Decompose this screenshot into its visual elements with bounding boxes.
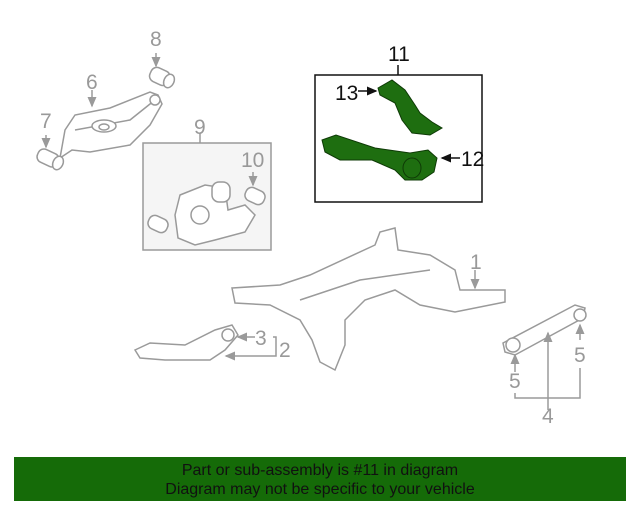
trailing-arm-box-11	[314, 65, 483, 203]
bushing-7-icon	[36, 135, 65, 171]
callout-5-right[interactable]: 5	[574, 344, 586, 367]
subframe-1-icon	[231, 227, 506, 372]
callout-12[interactable]: 12	[461, 148, 485, 171]
lower-arm-2-icon	[133, 324, 277, 361]
callout-13[interactable]: 13	[335, 82, 359, 105]
callout-5-left[interactable]: 5	[509, 370, 521, 393]
upper-arm-6-icon	[58, 90, 163, 160]
callout-7[interactable]: 7	[40, 110, 52, 133]
info-banner: Part or sub-assembly is #11 in diagram D…	[14, 457, 626, 501]
banner-line-2: Diagram may not be specific to your vehi…	[165, 481, 475, 498]
diagram-drawing	[36, 53, 587, 410]
callout-2[interactable]: 2	[279, 339, 291, 362]
callout-8[interactable]: 8	[150, 28, 162, 51]
callout-3[interactable]: 3	[255, 327, 267, 350]
parts-diagram: 1 2 3 4 5 5 6 7 8 9 10 11 12 13	[36, 28, 587, 428]
callout-4[interactable]: 4	[542, 405, 554, 428]
link-4-icon	[502, 304, 587, 410]
callout-10[interactable]: 10	[241, 149, 265, 172]
callout-9[interactable]: 9	[194, 116, 206, 139]
bushing-8-icon	[148, 53, 176, 89]
callout-1[interactable]: 1	[470, 251, 482, 274]
knuckle-box-9	[142, 133, 272, 251]
banner-line-1: Part or sub-assembly is #11 in diagram	[181, 462, 459, 479]
callout-6[interactable]: 6	[86, 71, 98, 94]
callout-11[interactable]: 11	[388, 43, 410, 66]
